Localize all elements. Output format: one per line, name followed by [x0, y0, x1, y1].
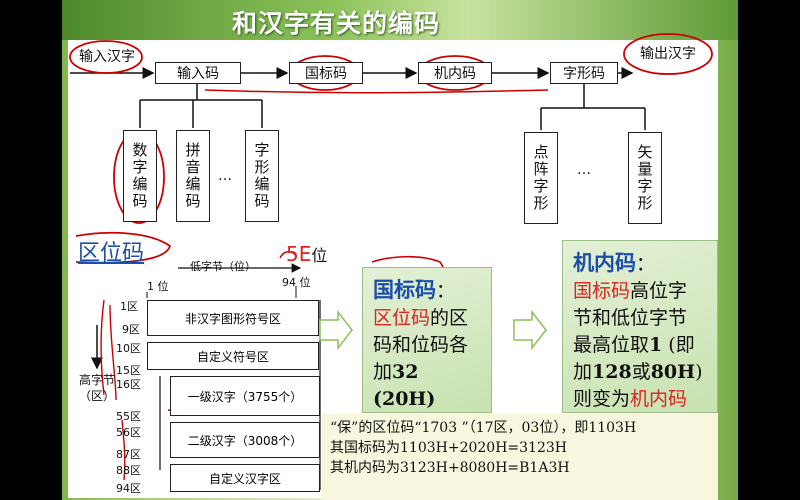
pinyin-encoding-box: 拼音编码: [176, 130, 210, 222]
slide-header-band: [62, 0, 738, 40]
position-94-label: 94 位: [282, 276, 311, 289]
row-label: 56区: [116, 426, 141, 439]
numeric-encoding-box: 数字编码: [123, 130, 157, 222]
row-label: 87区: [116, 448, 141, 461]
input-hanzi-label: 输入汉字: [79, 49, 135, 65]
hex-5e-label: 5E位: [286, 242, 328, 266]
gb-box-title: 国标码: [373, 277, 436, 302]
row-label: 55区: [116, 410, 141, 423]
example-note: “保”的区位码“1703 ”（17区，03位），即1103H 其国标码为1103…: [322, 414, 718, 500]
example-line: 其机内码为3123H+8080H=B1A3H: [330, 460, 570, 476]
row-label: 94区: [116, 482, 141, 495]
shape-encoding-box: 字形编码: [245, 130, 279, 222]
table-row: 自定义符号区: [147, 342, 319, 370]
input-code-box: 输入码: [155, 62, 241, 84]
quwei-code-title: 区位码: [78, 241, 145, 266]
gb-box-line: 加32 (20H): [373, 361, 436, 410]
vector-glyph-box: 矢量字形: [628, 132, 662, 224]
output-hanzi-label: 输出汉字: [640, 46, 696, 62]
mc-box-title: 机内码: [573, 250, 636, 275]
mc-box-line: 节和低位字节: [573, 307, 688, 329]
gb-code-box: 国标码: [289, 62, 363, 84]
glyph-code-box: 字形码: [550, 62, 618, 84]
table-row: 非汉字图形符号区: [147, 300, 319, 336]
row-label: 9区: [122, 323, 140, 336]
table-row: 自定义汉字区: [170, 464, 320, 492]
slide-title: 和汉字有关的编码: [232, 9, 441, 38]
position-1-label: 1 位: [147, 280, 169, 293]
machine-code-box: 机内码: [418, 62, 492, 84]
mc-box-line: 国标码高位字: [573, 280, 688, 302]
table-row: 二级汉字（3008个）: [170, 422, 320, 458]
input-types-ellipsis: …: [218, 168, 232, 184]
gb-box-line: 区位码的区: [373, 307, 469, 329]
example-line: “保”的区位码“1703 ”（17区，03位），即1103H: [330, 420, 637, 436]
row-label: 10区: [116, 342, 141, 355]
machine-code-explanation: 机内码： 国标码高位字 节和低位字节 最高位取1 (即 加128或80H) 则变…: [562, 240, 718, 413]
dot-matrix-glyph-box: 点阵字形: [524, 132, 558, 224]
mc-box-line: 则变为机内码: [573, 388, 688, 410]
row-label: 15区: [116, 364, 141, 377]
row-label: 16区: [116, 378, 141, 391]
low-byte-label: 低字节（位）: [190, 260, 256, 273]
mc-box-line: 加128或80H): [573, 361, 703, 383]
table-row: 一级汉字（3755个）: [170, 376, 320, 416]
row-label: 1区: [120, 300, 138, 313]
high-byte-label: 高字节（区）: [78, 373, 115, 403]
example-line: 其国标码为1103H+2020H=3123H: [330, 440, 567, 456]
glyph-types-ellipsis: …: [577, 162, 591, 178]
row-label: 88区: [116, 464, 141, 477]
gb-code-explanation: 国标码： 区位码的区 码和位码各 加32 (20H) 得到国标码: [362, 267, 492, 437]
mc-box-line: 最高位取1 (即: [573, 334, 695, 356]
gb-box-line: 码和位码各: [373, 334, 469, 356]
